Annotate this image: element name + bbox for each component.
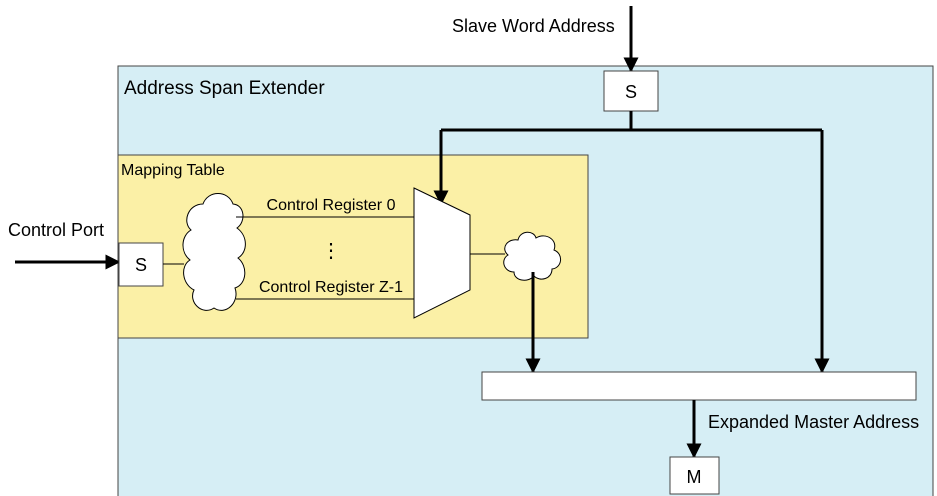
register-ellipsis: ⋮ [321, 240, 341, 262]
expanded-address-bar [481, 371, 917, 401]
control-port-box [118, 242, 164, 287]
expanded-master-address-label: Expanded Master Address [708, 412, 919, 432]
output-cloud-icon [503, 231, 561, 281]
master-port-box [669, 456, 720, 495]
mapping-table-title: Mapping Table [121, 162, 225, 179]
multiplexer [413, 187, 471, 319]
address-span-extender-title: Address Span Extender [124, 78, 325, 99]
control-port-port-label: S [135, 255, 147, 275]
slave-port-label: S [625, 82, 637, 102]
control-port-label: Control Port [8, 220, 104, 240]
control-register-0-label: Control Register 0 [267, 197, 396, 214]
slave-word-address-label: Slave Word Address [452, 16, 615, 36]
decoder-cloud-icon [182, 193, 246, 311]
control-register-z-1-label: Control Register Z-1 [259, 279, 403, 296]
master-port-label: M [687, 467, 702, 487]
